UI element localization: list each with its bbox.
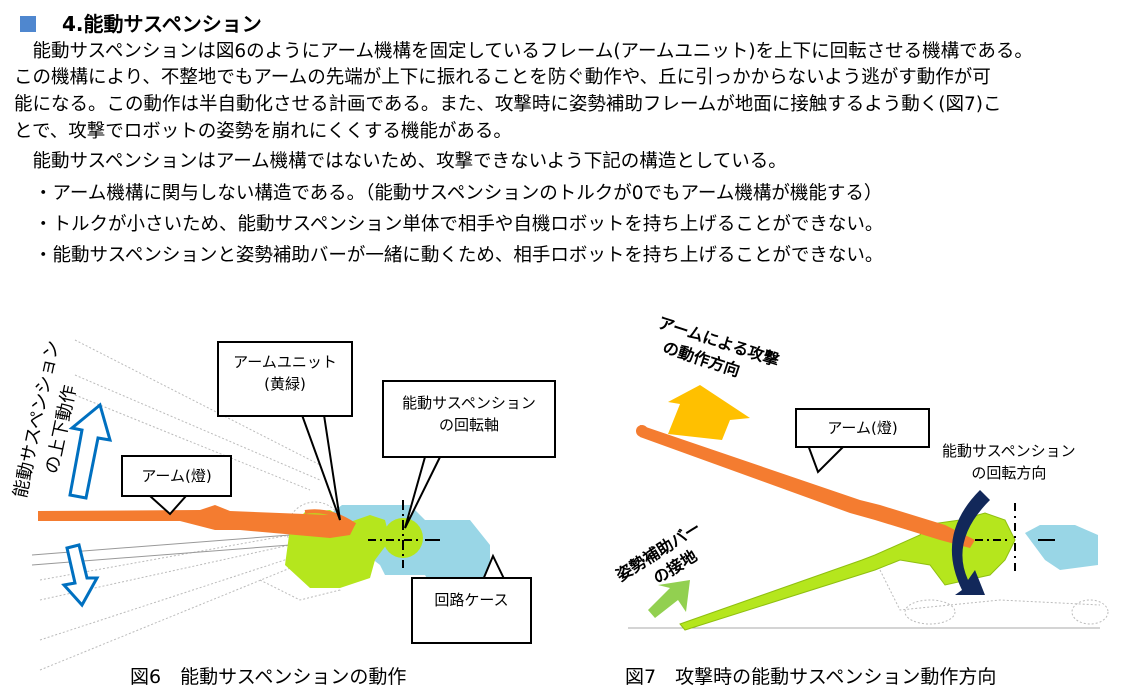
section-title: 4.能動サスペンション bbox=[20, 8, 262, 37]
callout-text: 能動サスペンション bbox=[402, 394, 536, 412]
callout-text: アームユニット bbox=[233, 353, 337, 371]
body-line: 能動サスペンションは図6のようにアーム機構を固定しているフレーム(アームユニット… bbox=[14, 41, 1033, 62]
callout-arm: アーム(燈) bbox=[795, 408, 930, 448]
callout-text: の回転軸 bbox=[438, 416, 499, 434]
bullet-square-icon bbox=[20, 16, 36, 32]
bullet-line: ・アーム機構に関与しない構造である。（能動サスペンションのトルクが0でもアーム機… bbox=[34, 183, 883, 204]
callout-arm: アーム(燈) bbox=[121, 455, 232, 497]
body-line: 能動サスペンションはアーム機構ではないため、攻撃できないよう下記の構造としている… bbox=[14, 151, 787, 172]
rotation-direction-label: 能動サスペンション の回転方向 bbox=[942, 440, 1076, 484]
figure6-caption: 図6 能動サスペンションの動作 bbox=[130, 666, 407, 688]
callout-rotation-axis: 能動サスペンション の回転軸 bbox=[382, 380, 556, 458]
callout-arm-unit: アームユニット (黄緑) bbox=[217, 341, 353, 417]
bullet-line: ・能動サスペンションと姿勢補助バーが一緒に動くため、相手ロボットを持ち上げること… bbox=[34, 245, 884, 266]
callout-circuit-case: 回路ケース bbox=[411, 577, 532, 644]
figure7-caption: 図7 攻撃時の能動サスペンション動作方向 bbox=[625, 666, 997, 688]
body-line: 能になる。この動作は半自動化させる計画である。また、攻撃時に姿勢補助フレームが地… bbox=[14, 94, 1002, 115]
callout-text: (黄緑) bbox=[264, 375, 306, 393]
bullet-line: ・トルクが小さいため、能動サスペンション単体で相手や自機ロボットを持ち上げること… bbox=[34, 214, 884, 235]
label-line: の回転方向 bbox=[971, 464, 1047, 482]
body-line: この機構により、不整地でもアームの先端が上下に振れることを防ぐ動作や、丘に引っか… bbox=[14, 67, 991, 88]
label-line: 能動サスペンション bbox=[942, 442, 1076, 460]
callout-text: アーム(燈) bbox=[141, 467, 212, 485]
body-line: とで、攻撃でロボットの姿勢を崩れにくくする機能がある。 bbox=[14, 121, 512, 142]
callout-text: 回路ケース bbox=[434, 591, 509, 609]
callout-text: アーム(燈) bbox=[827, 419, 898, 437]
